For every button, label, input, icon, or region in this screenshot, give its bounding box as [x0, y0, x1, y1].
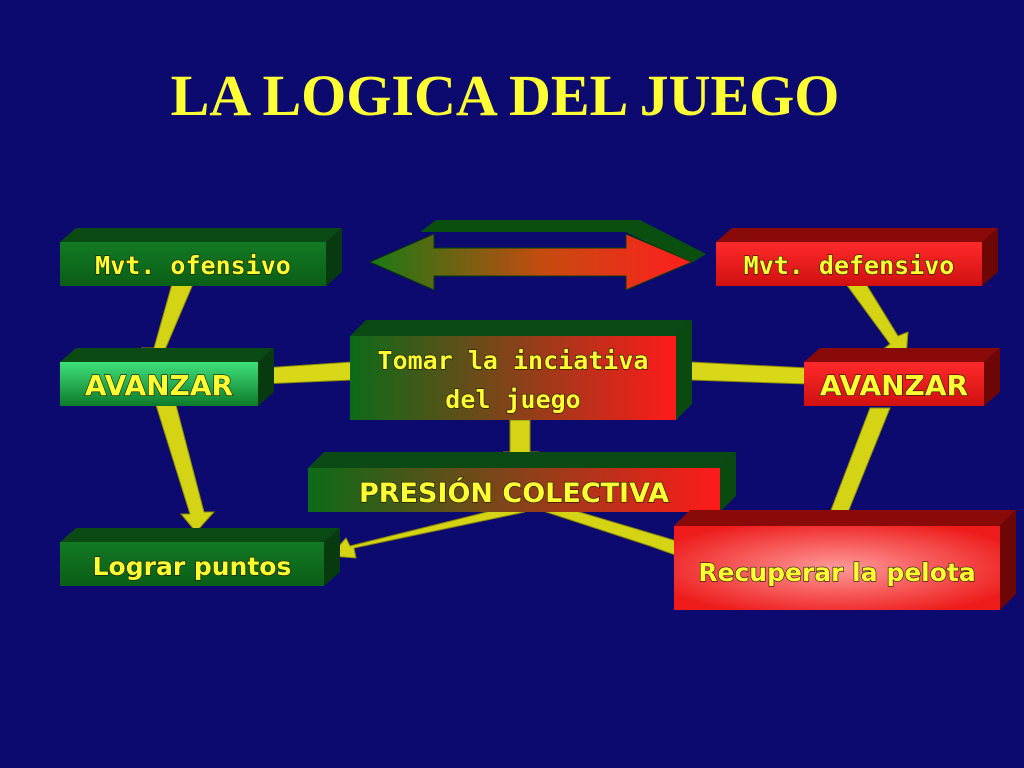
double-arrow — [368, 220, 706, 291]
lograr-label: Lograr puntos — [93, 552, 292, 581]
box-tomar-iniciativa: Tomar la inciativa del juego — [350, 320, 692, 420]
recuperar-label: Recuperar la pelota — [698, 558, 975, 587]
box-presion-colectiva: PRESIÓN COLECTIVA — [308, 452, 736, 512]
arrow-presion-to-recuperar — [539, 507, 681, 557]
tomar-line2: del juego — [445, 385, 580, 414]
arrow-presion-to-lograr — [328, 509, 526, 559]
tomar-line1: Tomar la inciativa — [378, 346, 649, 375]
mvt-defensivo-label: Mvt. defensivo — [744, 251, 955, 280]
box-mvt-defensivo: Mvt. defensivo — [716, 228, 998, 286]
presion-label: PRESIÓN COLECTIVA — [359, 477, 669, 509]
box-avanzar-left: AVANZAR — [60, 348, 274, 406]
box-recuperar-pelota: Recuperar la pelota — [674, 510, 1016, 610]
arrow-tomar-to-avanzar-left — [261, 361, 353, 385]
box-lograr-puntos: Lograr puntos — [60, 528, 340, 586]
avanzar-left-label: AVANZAR — [85, 369, 233, 402]
avanzar-right-label: AVANZAR — [820, 369, 968, 402]
arrow-tomar-to-avanzar-right — [689, 361, 809, 385]
slide-title: LA LOGICA DEL JUEGO — [170, 63, 840, 128]
arrow-defensivo-to-avanzar — [845, 283, 909, 359]
box-mvt-ofensivo: Mvt. ofensivo — [60, 228, 342, 286]
arrow-avanzar-to-lograr — [155, 404, 216, 533]
mvt-ofensivo-label: Mvt. ofensivo — [95, 251, 291, 280]
box-avanzar-right: AVANZAR — [804, 348, 1000, 406]
